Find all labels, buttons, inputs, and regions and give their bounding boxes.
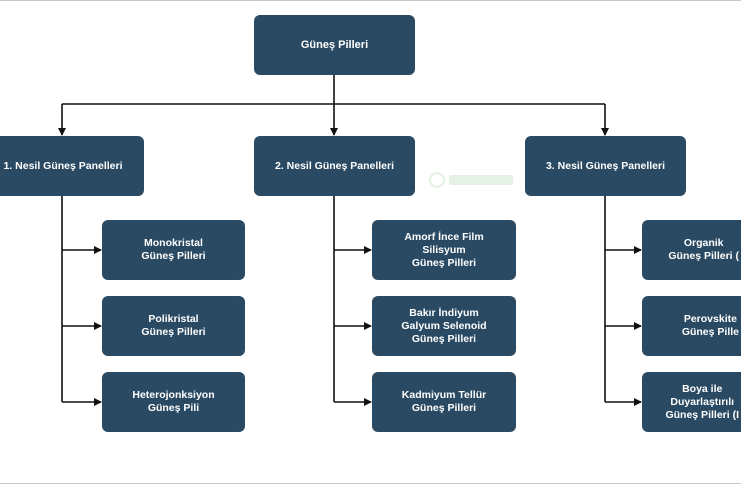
gen-1-child-monokristal: Monokristal Güneş Pilleri <box>102 220 245 280</box>
generation-node-1: 1. Nesil Güneş Panelleri <box>0 136 144 196</box>
gen-1-child-polikristal: Polikristal Güneş Pilleri <box>102 296 245 356</box>
gen-1-child-heterojonksiyon: Heterojonksiyon Güneş Pili <box>102 372 245 432</box>
generation-node-3: 3. Nesil Güneş Panelleri <box>525 136 686 196</box>
gen-2-child-cigs: Bakır İndiyum Galyum Selenoid Güneş Pill… <box>372 296 516 356</box>
root-node: Güneş Pilleri <box>254 15 415 75</box>
gen-2-child-cdte: Kadmiyum Tellür Güneş Pilleri <box>372 372 516 432</box>
frame-bottom-line <box>0 483 741 484</box>
gen-3-child-boya: Boya ile Duyarlaştırılı Güneş Pilleri (I <box>642 372 741 432</box>
generation-node-2: 2. Nesil Güneş Panelleri <box>254 136 415 196</box>
gen-3-child-organik: Organik Güneş Pilleri ( <box>642 220 741 280</box>
gen-3-child-perovskite: Perovskite Güneş Pille <box>642 296 741 356</box>
frame-top-line <box>0 0 741 1</box>
gen-2-child-amorf: Amorf İnce Film Silisyum Güneş Pilleri <box>372 220 516 280</box>
